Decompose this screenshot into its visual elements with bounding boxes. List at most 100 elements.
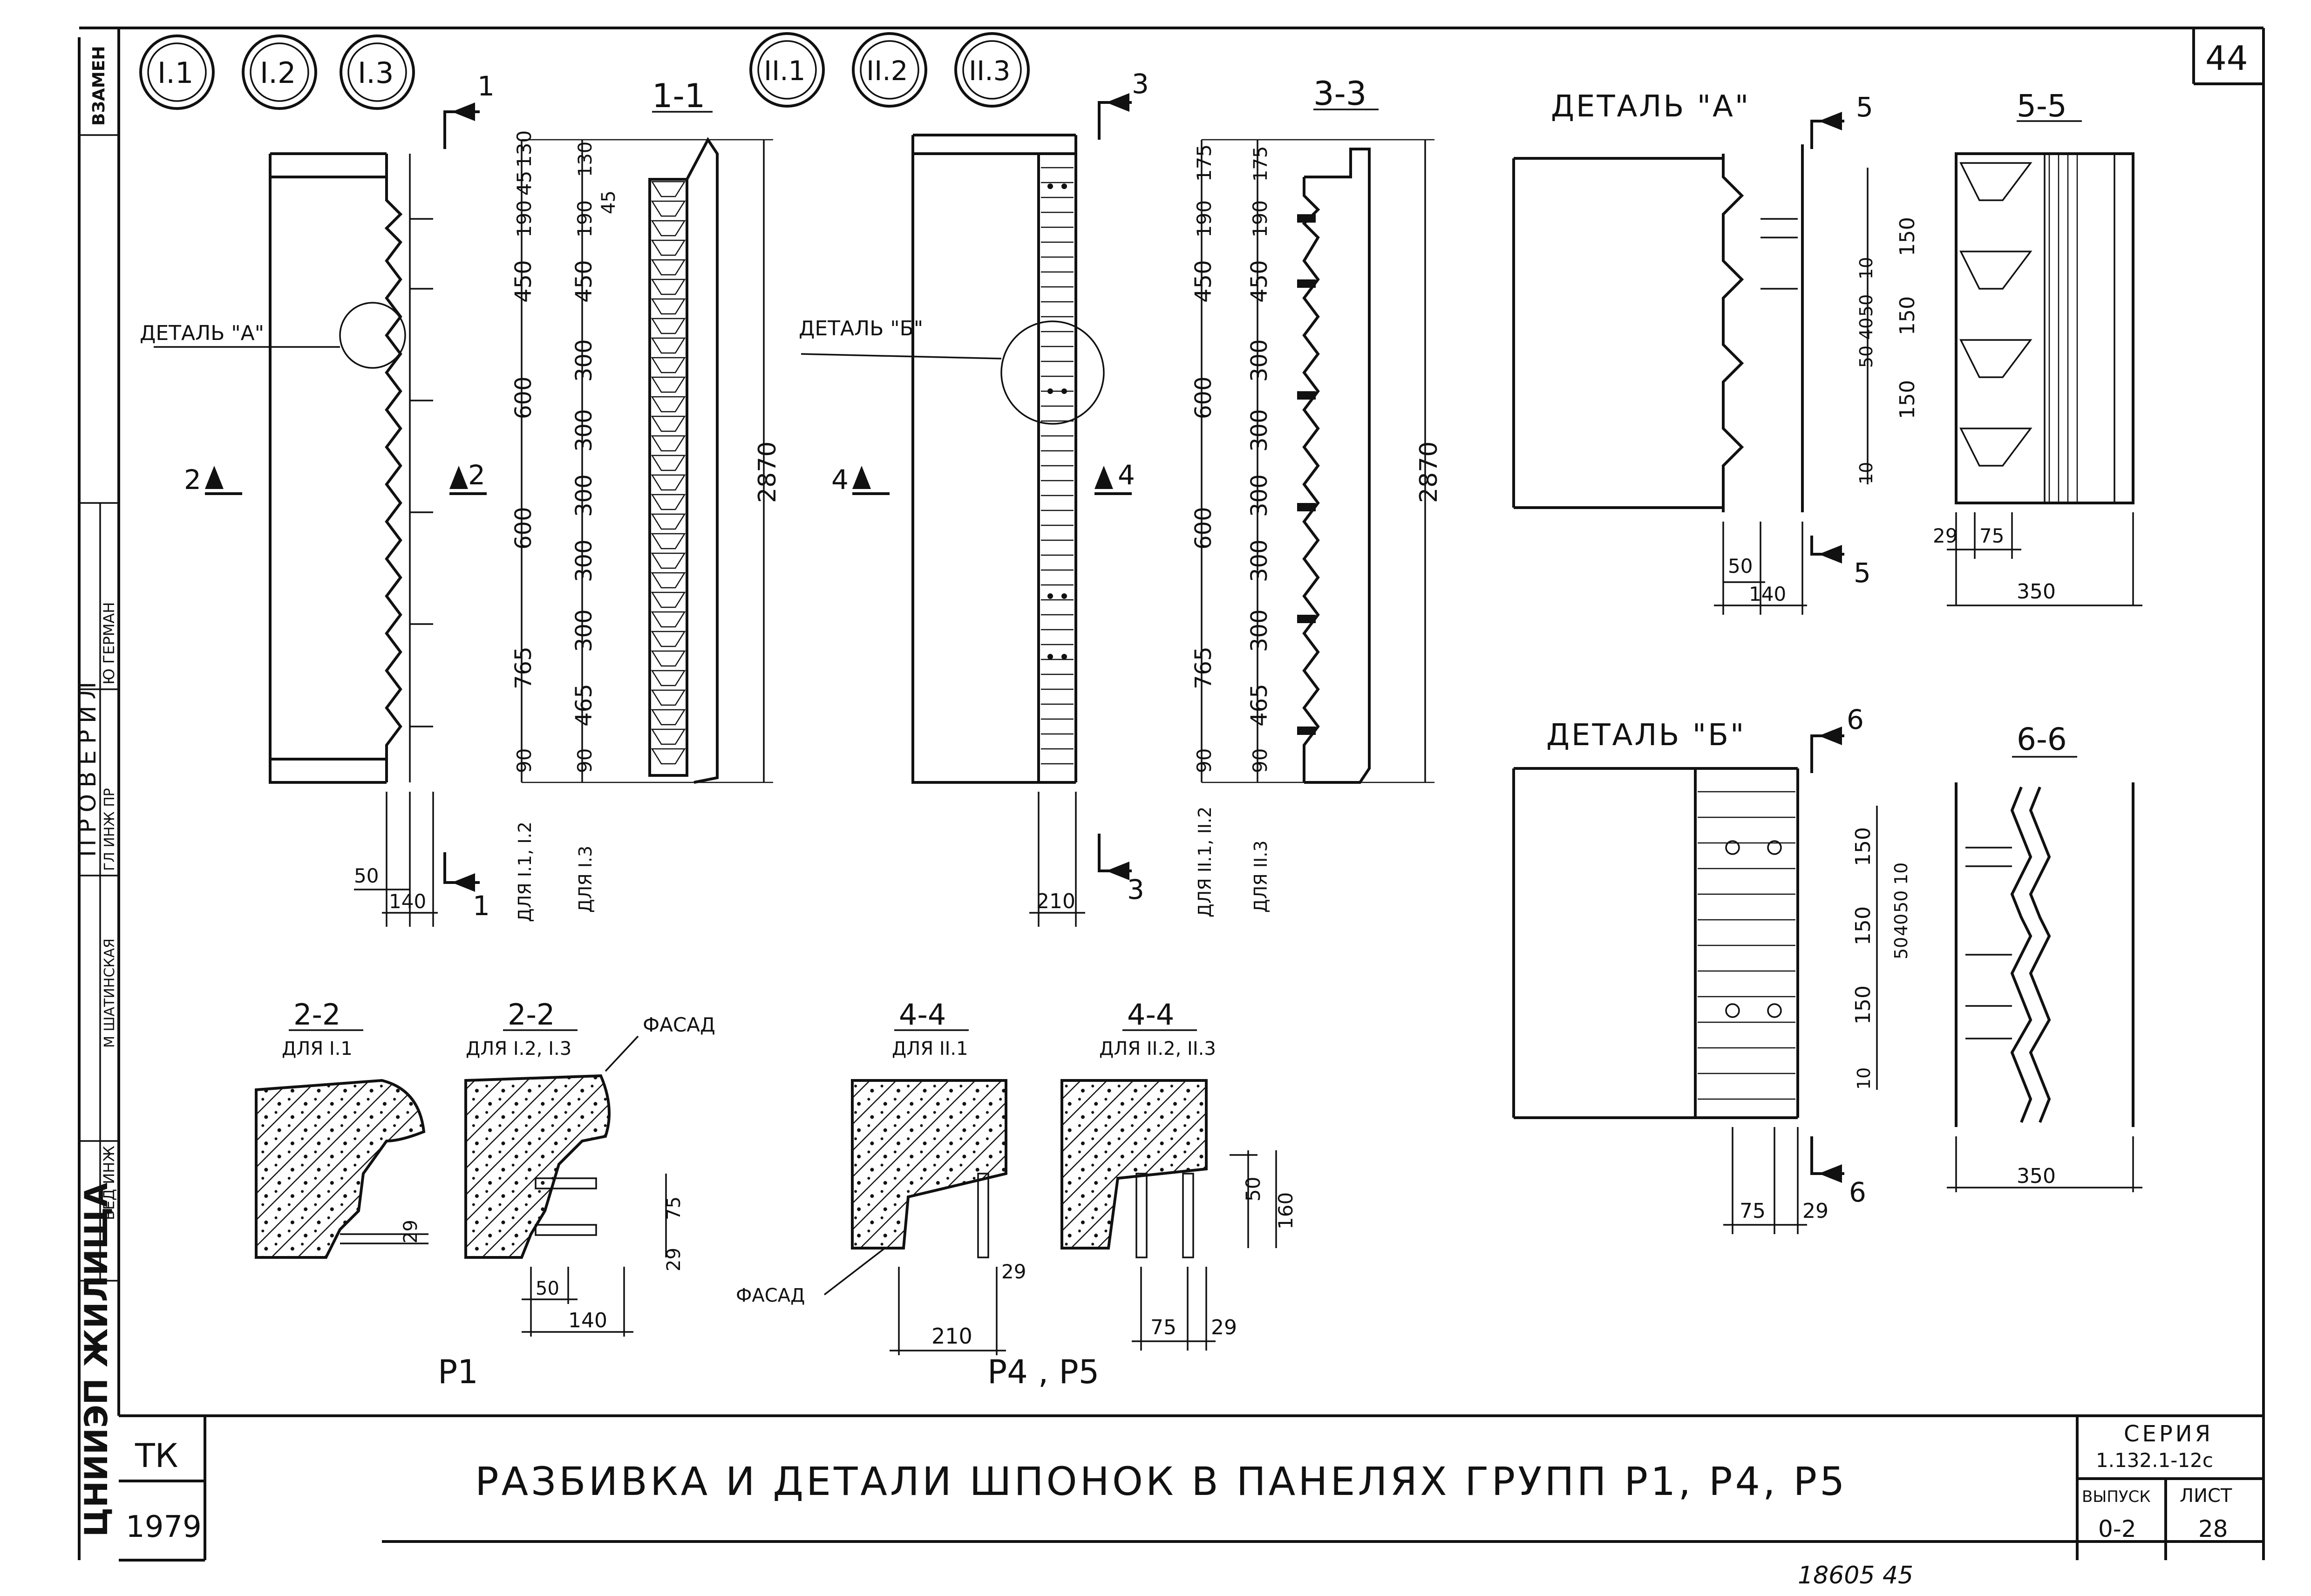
shear-key — [651, 748, 686, 765]
stamp-row1-name: Ю ГЕРМАН — [100, 602, 118, 685]
detail-B-dims — [1723, 1127, 1807, 1234]
dim-33-note-inner: ДЛЯ II.3 — [1251, 841, 1271, 913]
cut-4-left-label: 4 — [831, 464, 849, 496]
dim-33-outer-600b: 600 — [1190, 507, 1217, 550]
shear-key — [651, 591, 686, 608]
dim-33-inner-90: 90 — [1249, 748, 1271, 773]
cut-1-bottom-label: 1 — [473, 890, 490, 922]
dimA-50: 50 — [1728, 555, 1753, 577]
dim-33-inner-465: 465 — [1246, 684, 1272, 727]
shear-key — [651, 572, 686, 589]
dim-11-inner-450: 450 — [571, 260, 597, 303]
group-I3: I.3 — [358, 56, 394, 90]
shear-key — [651, 533, 686, 550]
series-value: 1.132.1-12с — [2096, 1449, 2213, 1472]
dim-33-inner-300e: 300 — [1246, 609, 1272, 652]
detail-A-callout: ДЕТАЛЬ "А" — [140, 321, 264, 345]
dim-33-outer-190: 190 — [1193, 200, 1216, 238]
shear-key — [651, 494, 686, 510]
section-4-4b-sub: ДЛЯ II.2, II.3 — [1099, 1038, 1216, 1059]
dim-33-outer-90: 90 — [1193, 748, 1216, 773]
shear-key — [651, 689, 686, 706]
section-5-5-title: 5-5 — [2017, 88, 2067, 124]
dim-11-inner-300b: 300 — [571, 409, 597, 452]
dim-11-inner-90: 90 — [573, 748, 596, 773]
dim-11-inner-300d: 300 — [571, 539, 597, 582]
shear-key — [651, 435, 686, 452]
detail-A-drawing — [1512, 144, 1804, 512]
dim-11-inner-130: 130 — [575, 142, 596, 177]
dim-33-inner-450: 450 — [1246, 260, 1272, 303]
dim66-150c: 150 — [1851, 985, 1875, 1025]
shear-key — [1297, 503, 1316, 511]
panel-dot — [1061, 593, 1067, 599]
dim-50: 50 — [354, 864, 379, 887]
section-4-4a-title: 4-4 — [899, 998, 946, 1032]
cut-1-top-label: 1 — [477, 70, 495, 102]
dim22b-29: 29 — [663, 1248, 685, 1271]
shear-key — [1297, 727, 1316, 735]
cut-2-right — [449, 466, 487, 495]
dim-33-inner-190: 190 — [1249, 200, 1271, 238]
panel-I-elevation — [154, 152, 433, 784]
dim-140: 140 — [389, 890, 426, 913]
dimA-150b: 150 — [1896, 296, 1919, 335]
dim66-40: 40 — [1891, 914, 1911, 936]
dim-11-inner-190: 190 — [573, 200, 596, 238]
section-5-5-drawing — [1955, 152, 2134, 504]
dim55-350: 350 — [2017, 580, 2056, 604]
dimA-50b: 50 — [1856, 346, 1876, 368]
panel-II-stripes — [1041, 167, 1074, 765]
shear-key — [651, 513, 686, 530]
cut-3-top-label: 3 — [1132, 68, 1149, 100]
shear-key — [1297, 279, 1316, 288]
shear-key — [651, 337, 686, 354]
cut-4-left — [852, 466, 890, 495]
dim44a-29: 29 — [1001, 1260, 1026, 1283]
dim-33-inner-300c: 300 — [1246, 474, 1272, 517]
dim-11-outer-45: 45 — [513, 171, 536, 196]
section-4-4b-title: 4-4 — [1127, 998, 1174, 1032]
dimA-10b: 10 — [1856, 462, 1876, 484]
shear-key — [651, 396, 686, 413]
cut-5-top-label: 5 — [1856, 91, 1873, 123]
cut-3-bottom — [1098, 834, 1132, 880]
cut-3-bottom-label: 3 — [1127, 874, 1144, 905]
section-2-2a-sub: ДЛЯ I.1 — [282, 1038, 353, 1059]
section-2-2b-sub: ДЛЯ I.2, I.3 — [466, 1038, 571, 1059]
group-circles-right — [749, 32, 1030, 108]
section-6-6-title: 6-6 — [2017, 721, 2067, 757]
dim-210: 210 — [1036, 890, 1075, 913]
dim-11-total: 2870 — [754, 441, 782, 503]
section-6-6-drawing — [1955, 782, 2134, 1127]
group-I2: I.2 — [260, 56, 296, 90]
panel-II-dims — [1029, 792, 1085, 927]
section-3-3-drawing — [1302, 148, 1371, 784]
shear-key — [651, 474, 686, 491]
cut-5-bottom-label: 5 — [1854, 557, 1871, 589]
shear-key — [651, 259, 686, 276]
shear-key — [651, 200, 686, 217]
dim66-10a: 10 — [1891, 863, 1911, 885]
dimA-50a: 50 — [1856, 294, 1876, 317]
section-2-2b-dims — [522, 1174, 667, 1337]
section-5-5-dims — [1947, 512, 2142, 606]
stamp-org: ЦНИИЭП ЖИЛИЩА — [78, 1182, 115, 1537]
panel-dot — [1047, 183, 1053, 189]
dim-11-outer-190: 190 — [513, 200, 536, 238]
detail-A-dims — [1714, 168, 1869, 615]
cut-2-left — [205, 466, 242, 495]
dim66-350: 350 — [2017, 1164, 2056, 1188]
group-II3: II.3 — [969, 55, 1011, 87]
panel-dot — [1061, 388, 1067, 394]
panel-dot — [1061, 183, 1067, 189]
stamp-vzamen: ВЗАМЕН — [89, 46, 109, 126]
dim22b-75: 75 — [663, 1196, 685, 1220]
panel-I-dims — [354, 792, 438, 927]
panel-dot — [1047, 593, 1053, 599]
section-1-1-title: 1-1 — [652, 77, 705, 115]
cut-4-right-label: 4 — [1118, 459, 1135, 491]
dim-11-note-inner: ДЛЯ I.3 — [575, 846, 596, 913]
dimA-150c: 150 — [1896, 380, 1919, 419]
